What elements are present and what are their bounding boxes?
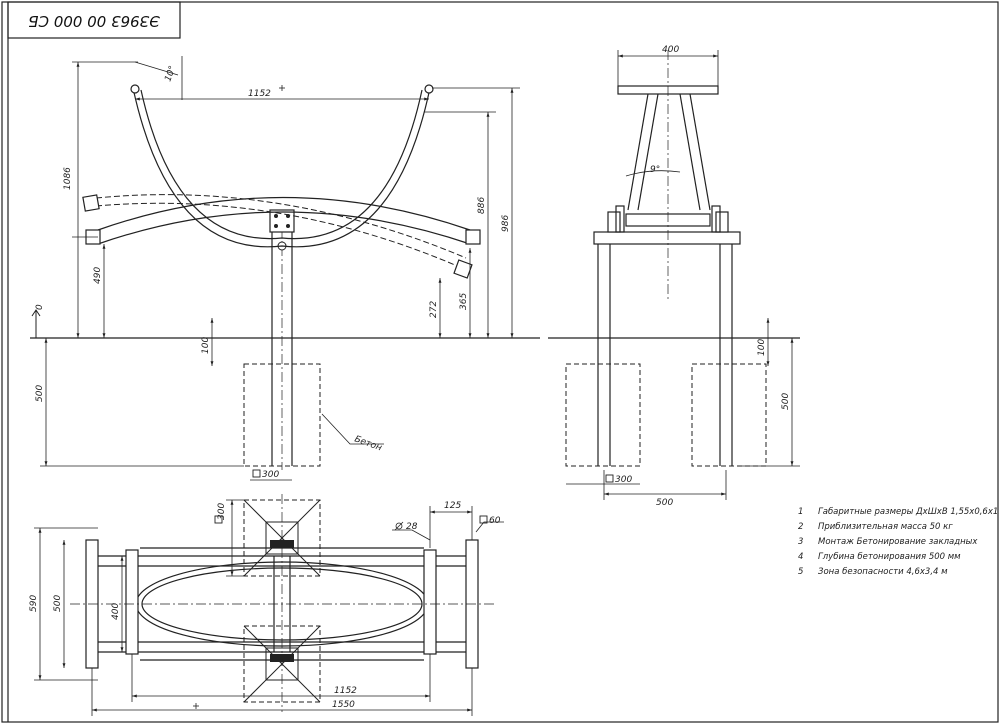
svg-text:2: 2: [798, 522, 803, 532]
plan-dim-tube-section: 60: [489, 516, 501, 526]
front-view: 0: [30, 56, 540, 481]
svg-text:5: 5: [798, 567, 803, 577]
plan-dim-offset: 125: [444, 501, 461, 511]
plan-tube-section-label: 60: [479, 515, 501, 526]
note-item: 1 Габаритные размеры ДхШхВ 1,55х0,6х1 м: [798, 507, 1000, 517]
plan-dim-pipe-diameter: 28: [406, 522, 418, 532]
seat-end-tilted-right: [453, 259, 473, 279]
dim-height-total: 1086: [63, 167, 73, 190]
svg-text:Глубина бетонирования 500 мм: Глубина бетонирования 500 мм: [818, 552, 961, 562]
svg-text:1: 1: [798, 507, 803, 517]
seat-beam-level: [97, 196, 471, 245]
dim-right-total: 986: [501, 215, 511, 232]
svg-text:4: 4: [798, 552, 803, 562]
plan-pipe-diameter-label: 28: [394, 521, 418, 532]
note-item: 3 Монтаж Бетонирование закладных: [798, 537, 978, 547]
side-foundation-left: [565, 363, 641, 467]
note-item: 4 Глубина бетонирования 500 мм: [798, 552, 961, 562]
plan-dim-seat-length: 1152: [334, 686, 357, 696]
side-legs: [597, 244, 733, 466]
note-item: 2 Приблизительная масса 50 кг: [798, 522, 953, 532]
plan-foundation-label: 300: [214, 503, 227, 524]
seat-end-right: [465, 229, 481, 245]
dim-right-pivot: 365: [459, 293, 469, 310]
seat-end-tilted-left: [82, 194, 100, 212]
level-mark-label: 0: [35, 304, 45, 310]
plan-view: 590 500 400 1152 1550 300 28 125 60: [29, 494, 504, 716]
svg-text:Приблизительная масса 50 кг: Приблизительная масса 50 кг: [818, 522, 953, 532]
dim-above-ground: 100: [201, 337, 211, 354]
plan-dimension-lines: [34, 499, 504, 716]
svg-text:Монтаж Бетонирование закладных: Монтаж Бетонирование закладных: [818, 537, 978, 547]
plan-dim-length-total: 1550: [332, 700, 355, 710]
side-dimension-lines: [566, 50, 800, 500]
svg-text:Зона безопасности 4,6х3,4 м: Зона безопасности 4,6х3,4 м: [818, 567, 948, 577]
side-dim-foundation-section: 300: [615, 475, 632, 485]
level-mark: [31, 309, 41, 338]
plan-center-mark: [193, 703, 199, 709]
support-post: [271, 210, 293, 470]
center-mark: [279, 85, 285, 91]
side-foundation-right: [691, 363, 767, 467]
plan-foundation-bottom: [243, 625, 321, 703]
side-dim-base-width: 500: [656, 498, 673, 508]
hub-plate: [269, 209, 295, 251]
arc-pivot-right: [424, 84, 434, 94]
svg-text:Габаритные размеры ДхШхВ 1,55х: Габаритные размеры ДхШхВ 1,55х0,6х1 м: [818, 507, 1000, 517]
note-item: 5 Зона безопасности 4,6х3,4 м: [798, 567, 948, 577]
plan-dim-foundation: 300: [217, 503, 227, 520]
post-section-label: 300: [250, 469, 292, 481]
side-dim-angle: 9°: [650, 165, 660, 175]
dim-seat-span: 1152: [248, 89, 271, 99]
side-dim-top-width: 400: [662, 45, 679, 55]
front-dimension-lines: [40, 56, 520, 467]
title-stamp: ЭЗ963 00 000 СБ: [7, 1, 181, 39]
plan-foundation-top: [243, 499, 321, 577]
dim-seat-left: 490: [93, 267, 103, 284]
dim-foundation-depth: 500: [35, 385, 45, 402]
dim-seat-right-low: 272: [429, 301, 439, 318]
side-foundation-section-label: 300: [605, 474, 632, 485]
swing-frame-arc: [132, 87, 431, 248]
dim-seat-right-high: 886: [477, 197, 487, 214]
svg-text:3: 3: [798, 537, 803, 547]
seat-beam-tilted: [95, 194, 467, 269]
side-crossbar: [593, 231, 741, 245]
dim-post-section: 300: [262, 470, 279, 480]
side-view: 400 9° 100 500 300 500: [548, 45, 800, 508]
plan-dim-width-seat: 400: [111, 603, 121, 620]
concrete-label: Бетон: [353, 434, 383, 453]
side-hanger: [617, 50, 719, 300]
arc-pivot-left: [130, 84, 140, 94]
plan-dim-width-inner: 500: [53, 595, 63, 612]
plan-dim-width-outer: 590: [29, 595, 39, 612]
notes-list: 1 Габаритные размеры ДхШхВ 1,55х0,6х1 м …: [798, 507, 1000, 577]
dim-angle-top: 10°: [163, 65, 178, 83]
plan-center-lines: [70, 494, 496, 712]
side-dim-foundation-depth: 500: [781, 393, 791, 410]
side-seat: [607, 205, 729, 233]
stamp-code: ЭЗ963 00 000 СБ: [28, 12, 161, 30]
side-dim-above-ground: 100: [757, 339, 767, 356]
